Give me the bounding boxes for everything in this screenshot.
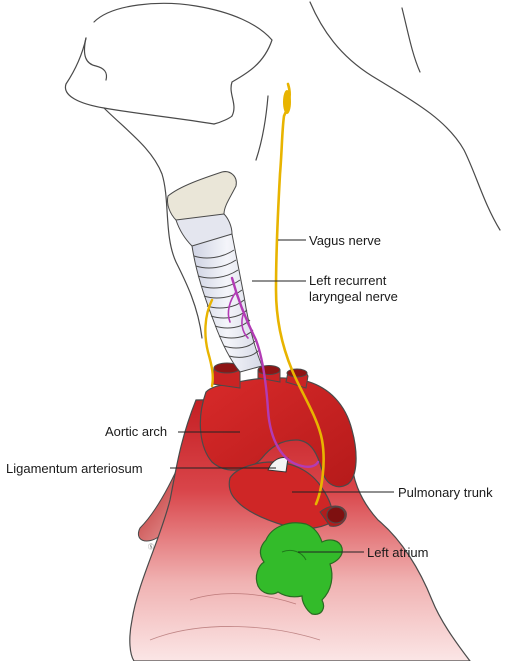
trachea (167, 172, 262, 372)
label-left-recurrent-line2: laryngeal nerve (309, 289, 398, 305)
svg-text:Ⓢ: Ⓢ (148, 543, 154, 551)
label-vagus-nerve: Vagus nerve (309, 233, 381, 249)
head-neck-outline (65, 2, 500, 338)
label-pulmonary-trunk: Pulmonary trunk (398, 485, 493, 501)
label-aortic-arch: Aortic arch (105, 424, 167, 440)
label-left-recurrent-line1: Left recurrent (309, 273, 398, 289)
label-left-atrium: Left atrium (367, 545, 428, 561)
label-left-recurrent-laryngeal-nerve: Left recurrent laryngeal nerve (309, 273, 398, 305)
label-ligamentum-arteriosum: Ligamentum arteriosum (6, 461, 143, 477)
